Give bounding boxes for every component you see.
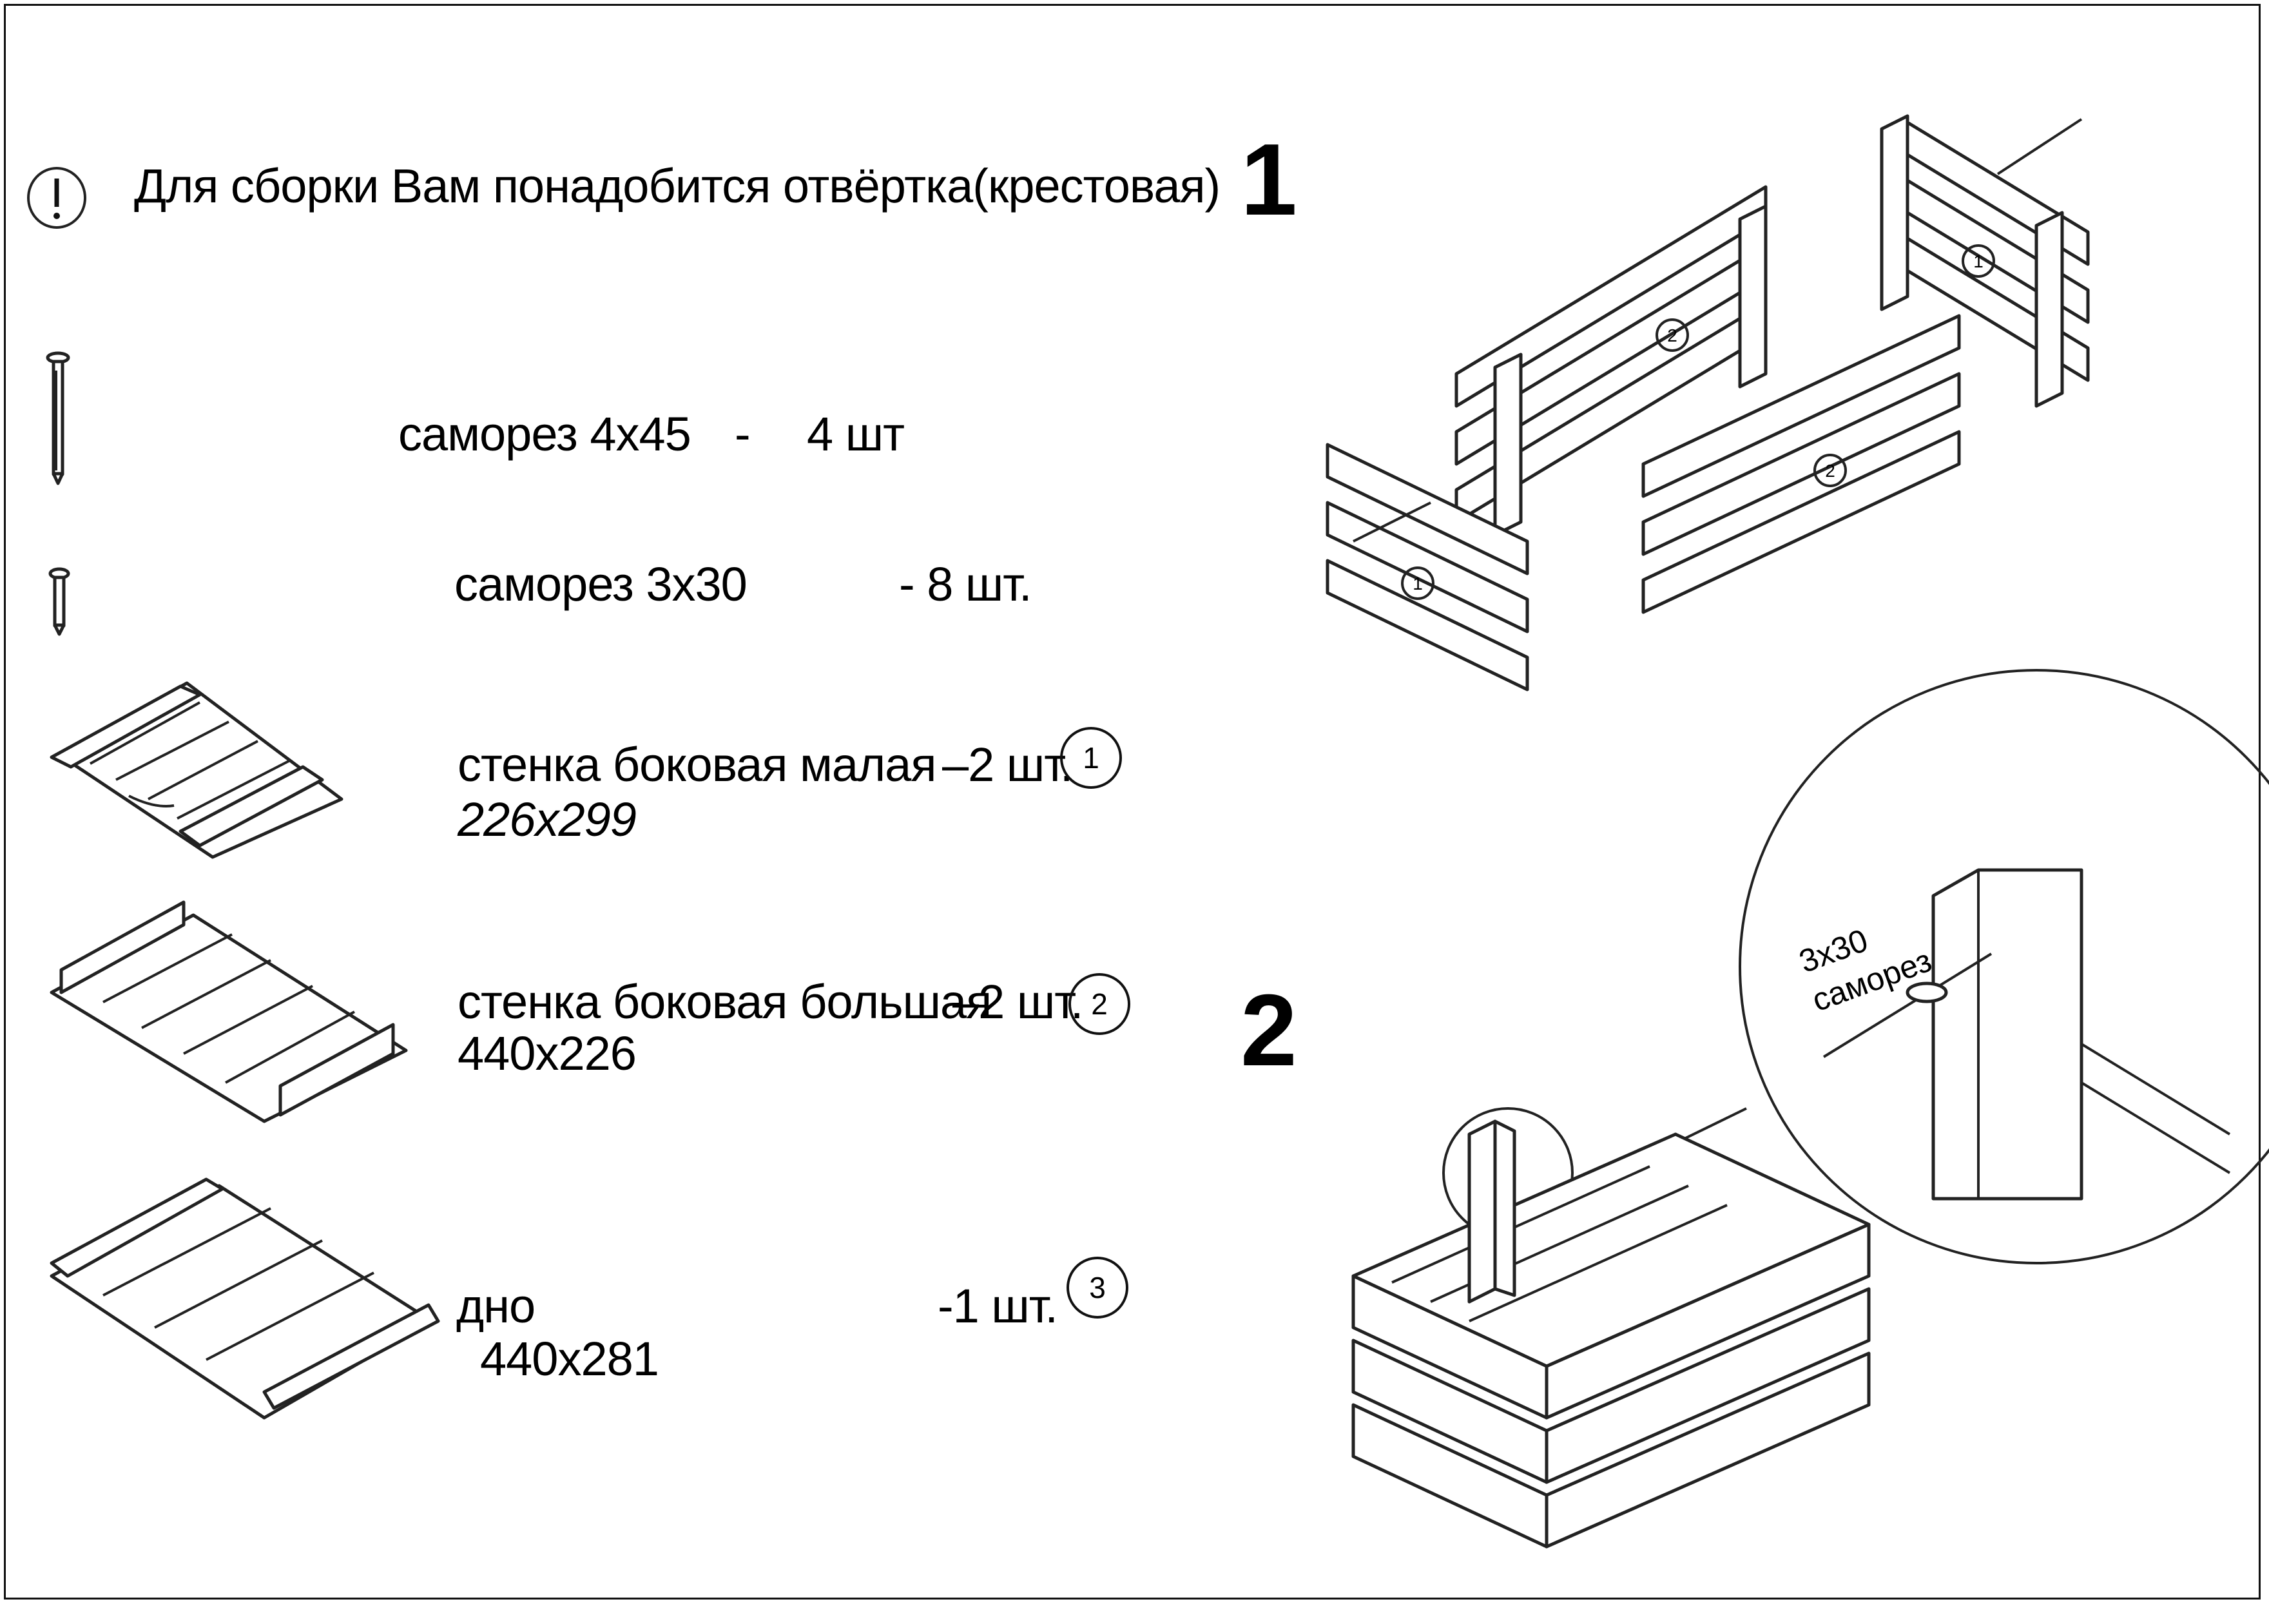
magnifier-circle [1739, 669, 2269, 1264]
part-qty: –2 шт. [952, 975, 1083, 1029]
part-dash: - [735, 407, 751, 461]
part-name: дно [456, 1279, 536, 1333]
large-side-wall-back [1454, 185, 1768, 537]
step-label: 1 [1413, 574, 1423, 594]
step-1-exploded-view: 2 2 1 1 [1326, 114, 2090, 691]
part-badge: 2 [1068, 973, 1130, 1035]
part-name: стенка боковая большая [458, 975, 992, 1029]
part-size: 440х281 [480, 1332, 659, 1386]
step-label: 2 [1825, 461, 1835, 481]
part-badge: 3 [1067, 1257, 1128, 1319]
small-side-wall-left [1326, 443, 1529, 691]
part-qty: - 8 шт. [899, 557, 1032, 611]
long-screw-icon [46, 351, 70, 485]
small-side-wall-icon [50, 681, 343, 859]
part-name: саморез 4х45 [398, 407, 691, 461]
step-number: 1 [1241, 123, 1297, 237]
part-qty: -1 шт. [938, 1279, 1058, 1333]
part-qty: 4 шт [807, 407, 905, 461]
bottom-panel-icon [50, 1177, 440, 1420]
part-size: 440х226 [458, 1027, 637, 1080]
part-name: стенка боковая малая [458, 738, 936, 791]
step-label: 2 [1667, 325, 1677, 345]
step-label: 1 [1973, 251, 1984, 271]
tool-note: Для сборки Вам понадобится отвёртка(крес… [134, 159, 1221, 213]
short-screw-icon [48, 567, 70, 636]
page-frame [4, 4, 2261, 1600]
step-2-assembled-crate: 3х30 саморез [1351, 669, 2269, 1549]
part-size: 226х299 [458, 793, 637, 846]
small-side-wall-right [1880, 114, 2090, 408]
part-badge: 1 [1060, 727, 1122, 789]
exclamation-icon [27, 167, 86, 229]
large-side-wall-icon [50, 900, 408, 1123]
part-qty: –2 шт. [942, 738, 1073, 791]
step-number: 2 [1241, 974, 1297, 1087]
crate [1351, 1119, 1871, 1549]
part-name: саморез 3х30 [454, 557, 748, 611]
large-side-wall-front [1641, 314, 1961, 614]
